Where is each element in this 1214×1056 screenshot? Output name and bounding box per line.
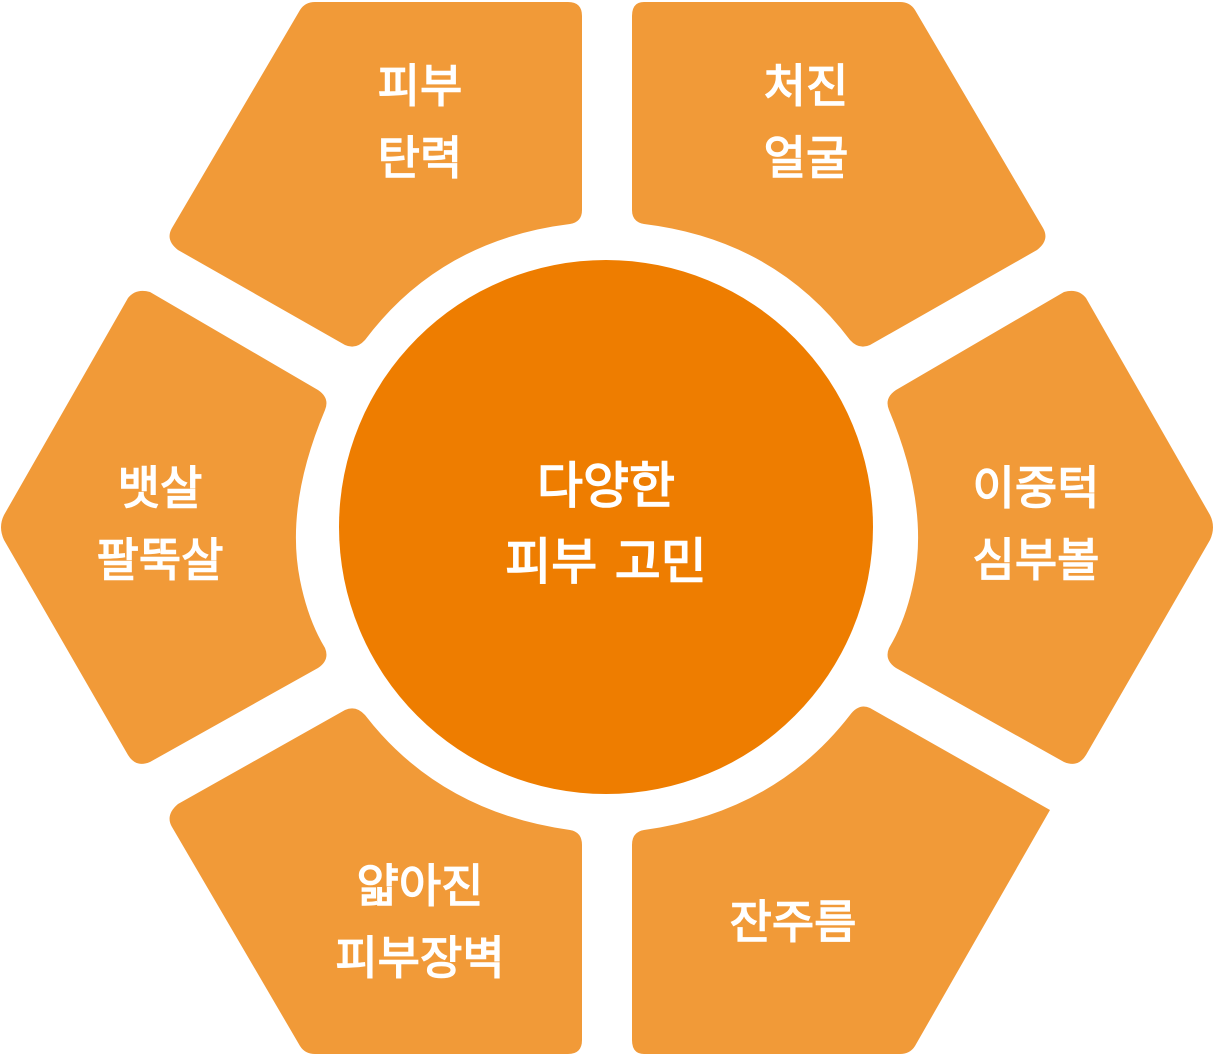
segment-top-left-label-line-2: 탄력	[378, 131, 463, 185]
center-hub-label-line-2: 피부 고민	[505, 533, 706, 591]
segment-top-left: 피부 탄력	[169, 2, 583, 347]
segment-left-label-line-2: 팔뚝살	[97, 533, 224, 587]
center-hub-circle	[339, 260, 873, 794]
center-hub: 다양한 피부 고민	[339, 260, 873, 794]
segment-bottom-left: 얇아진 피부장벽	[169, 708, 583, 1054]
segment-right-shape	[887, 290, 1213, 764]
segment-top-right-label-line-1: 처진	[764, 59, 849, 113]
segment-left: 뱃살 팔뚝살	[1, 290, 327, 764]
segment-bottom-left-label-line-2: 피부장벽	[335, 931, 504, 985]
segment-bottom-right-label-line-1: 잔주름	[730, 895, 857, 949]
segment-top-left-shape	[169, 2, 583, 347]
segment-top-right-label-line-2: 얼굴	[764, 131, 849, 185]
segment-bottom-left-shape	[169, 708, 583, 1054]
segment-top-right-shape	[632, 2, 1046, 347]
segment-right: 이중턱 심부볼	[887, 290, 1213, 764]
segment-bottom-left-label-line-1: 얇아진	[357, 859, 484, 913]
segment-bottom-right-shape	[632, 706, 1050, 1054]
segment-left-shape	[1, 290, 327, 764]
segment-right-label-line-1: 이중턱	[973, 461, 1100, 515]
segment-left-label-line-1: 뱃살	[118, 461, 203, 515]
center-hub-label-line-1: 다양한	[537, 457, 675, 515]
segment-right-label-line-2: 심부볼	[973, 533, 1100, 587]
segment-bottom-right: 잔주름	[632, 706, 1050, 1054]
segment-top-left-label-line-1: 피부	[378, 59, 463, 113]
segment-top-right: 처진 얼굴	[632, 2, 1046, 347]
